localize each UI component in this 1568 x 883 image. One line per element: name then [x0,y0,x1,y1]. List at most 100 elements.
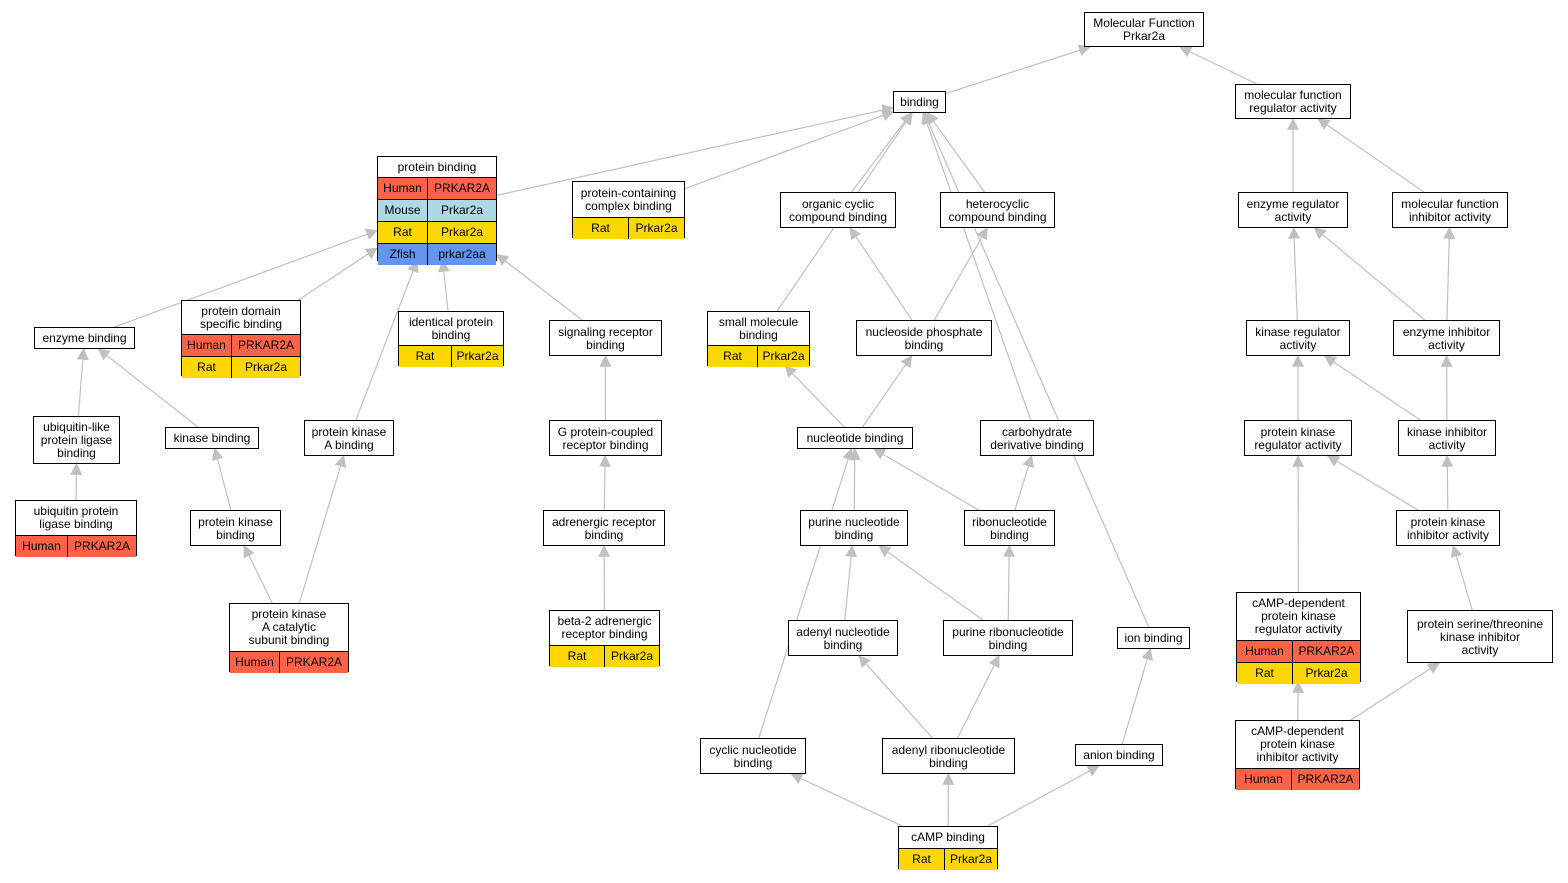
species-cell: Rat [550,646,605,667]
go-term-ionb: ion binding [1117,627,1190,649]
go-term-pnb: purine nucleotide binding [800,510,908,546]
edge-pkia-to-kia [1441,454,1454,511]
edge-ionb-to-binding [923,111,1150,628]
edge-arnb-to-anb [858,655,933,739]
edge-cdb-to-binding [921,111,1032,421]
edge-eb-to-pb [114,228,379,328]
go-term-cdb: carbohydrate derivative binding [980,420,1094,456]
go-term-arnb: adenyl ribonucleotide binding [882,738,1015,774]
go-term-binding: binding [893,91,946,113]
edge-aniob-to-ionb [1121,647,1153,745]
go-term-label: carbohydrate derivative binding [990,424,1084,452]
species-cell: Rat [378,222,428,243]
go-term-rnb: ribonucleotide binding [964,510,1055,546]
go-term-pkab: protein kinase A binding [304,420,394,456]
gene-cell: PRKAR2A [1298,644,1355,658]
go-term-camppkra: cAMP-dependent protein kinase regulator … [1236,592,1361,684]
species-cell: Human [378,178,428,199]
go-term-aniob: anion binding [1075,744,1163,766]
go-term-label: purine nucleotide binding [808,514,900,542]
edge-pkb-to-kb [211,447,232,511]
edge-eia-to-era [1313,227,1426,321]
edge-camppkia-to-pstkia [1350,662,1441,721]
go-term-ulplb: ubiquitin-like protein ligase binding [33,416,120,464]
go-term-era: enzyme regulator activity [1238,192,1348,228]
go-term-label: purine ribonucleotide binding [952,624,1064,652]
go-term-label: enzyme inhibitor activity [1402,324,1491,352]
annotation-row: Human PRKAR2A [1236,768,1359,790]
gene-cell: Prkar2a [762,349,805,363]
gene-cell: Prkar2a [244,360,288,374]
go-term-mfra: molecular function regulator activity [1235,84,1351,119]
gene-cell: PRKAR2A [237,338,295,352]
edge-pdsb-to-pb [298,247,379,301]
edge-campb-to-aniob [987,765,1100,827]
edge-npb-to-occb [849,227,913,321]
gene-cell: Prkar2a [440,225,484,239]
go-term-pkacsb: protein kinase A catalytic subunit bindi… [229,603,349,673]
go-term-label: adenyl ribonucleotide binding [891,742,1006,770]
go-term-camppkia: cAMP-dependent protein kinase inhibitor … [1235,720,1360,790]
edge-pkacsb-to-pkab [298,454,347,604]
species-cell: Rat [399,346,452,367]
gene-cell: PRKAR2A [1297,772,1354,786]
go-term-label: adenyl nucleotide binding [796,624,890,652]
go-term-hcb: heterocyclic compound binding [940,192,1055,228]
edge-arb-to-gpcrb [599,454,612,511]
go-term-anb: adenyl nucleotide binding [788,620,898,656]
go-term-label: enzyme binding [42,331,127,345]
edge-hcb-to-binding [926,112,985,193]
species-cell: Rat [573,218,629,239]
species-cell: Human [1236,769,1292,790]
go-term-npb: nucleoside phosphate binding [856,320,992,356]
go-term-label: kinase binding [173,431,251,445]
gene-cell: PRKAR2A [73,539,131,553]
annotation-row: Rat Prkar2a [378,221,496,243]
gene-cell: Prkar2a [456,349,499,363]
go-term-label: protein kinase A binding [311,424,387,452]
go-term-occb: organic cyclic compound binding [780,192,896,228]
go-term-kia: kinase inhibitor activity [1398,420,1496,456]
edge-pstkia-to-pkia [1450,544,1473,611]
gene-cell: PRKAR2A [433,181,491,195]
go-term-label: protein kinase A catalytic subunit bindi… [248,607,330,647]
go-term-label: molecular function regulator activity [1244,88,1342,115]
edge-mfia-to-mfra [1317,118,1425,193]
species-cell: Human [182,335,232,356]
go-term-label: protein kinase inhibitor activity [1406,514,1490,542]
edge-pb-to-binding [496,104,895,196]
annotation-row: Human PRKAR2A [230,651,348,673]
species-cell: Human [16,536,68,557]
species-cell: Zfish [378,244,428,265]
edge-binding-to-mf [945,44,1091,95]
go-term-label: protein kinase binding [198,514,273,542]
edge-prnb-to-rnb [1003,544,1016,621]
edge-ipb-to-pb [437,259,450,312]
edge-kb-to-eb [97,348,199,428]
annotation-row: Rat Prkar2a [399,345,503,367]
annotation-row: Human PRKAR2A [182,334,300,356]
go-term-pkra: protein kinase regulator activity [1244,420,1352,456]
edge-arnb-to-prnb [957,654,1000,739]
gene-cell: Prkar2a [949,852,993,866]
edge-pnb-to-nb [848,447,861,511]
gene-cell: Prkar2a [440,203,484,217]
gene-cell: Prkar2a [610,649,654,663]
annotation-row: Rat Prkar2a [182,356,300,378]
species-cell: Human [230,652,280,673]
gene-cell: PRKAR2A [285,655,343,669]
edge-ulplb-to-eb [76,347,89,417]
go-term-pstkia: protein serine/threonine kinase inhibito… [1407,610,1553,663]
go-term-label: nucleoside phosphate binding [865,324,983,352]
go-term-arb: adrenergic receptor binding [543,510,665,546]
species-cell: Rat [182,357,232,378]
go-term-label: kinase inhibitor activity [1406,424,1488,452]
edge-occb-to-binding [851,112,912,193]
